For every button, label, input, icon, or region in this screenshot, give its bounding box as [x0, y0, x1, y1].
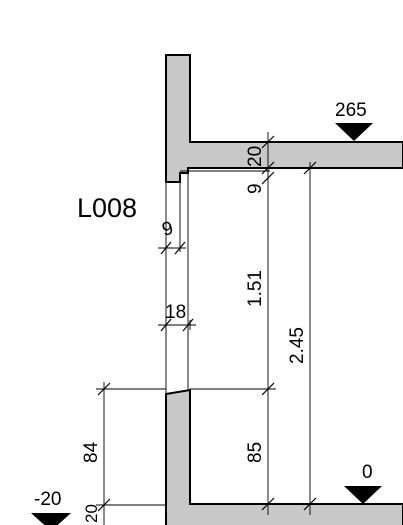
dim-room-height	[188, 161, 318, 515]
level-label-lower: 0	[362, 462, 373, 483]
lower-wall-and-floor	[165, 388, 403, 525]
dim-opening-height: 1.51	[245, 270, 266, 307]
level-label-upper: 265	[335, 100, 367, 121]
dim-slab-thickness: 20	[245, 146, 266, 167]
level-marker-outside	[31, 513, 71, 525]
dim-chain-left	[96, 382, 166, 525]
dim-horizontal-small	[158, 182, 196, 394]
dim-floor-step: 20	[82, 504, 101, 523]
dim-wall-thickness: 18	[165, 302, 186, 323]
level-marker-lower	[344, 486, 382, 504]
level-marker-upper	[335, 123, 373, 141]
dim-sill-inside: 85	[245, 442, 266, 463]
dim-room-height-label: 2.45	[287, 327, 308, 364]
room-label: L008	[77, 193, 137, 223]
dim-sill-outside: 84	[81, 441, 102, 463]
level-label-outside: -20	[34, 489, 61, 510]
upper-wall-and-slab	[165, 54, 403, 183]
dim-offset-top: 9	[245, 183, 266, 194]
dim-wall-offset: 9	[160, 218, 176, 241]
